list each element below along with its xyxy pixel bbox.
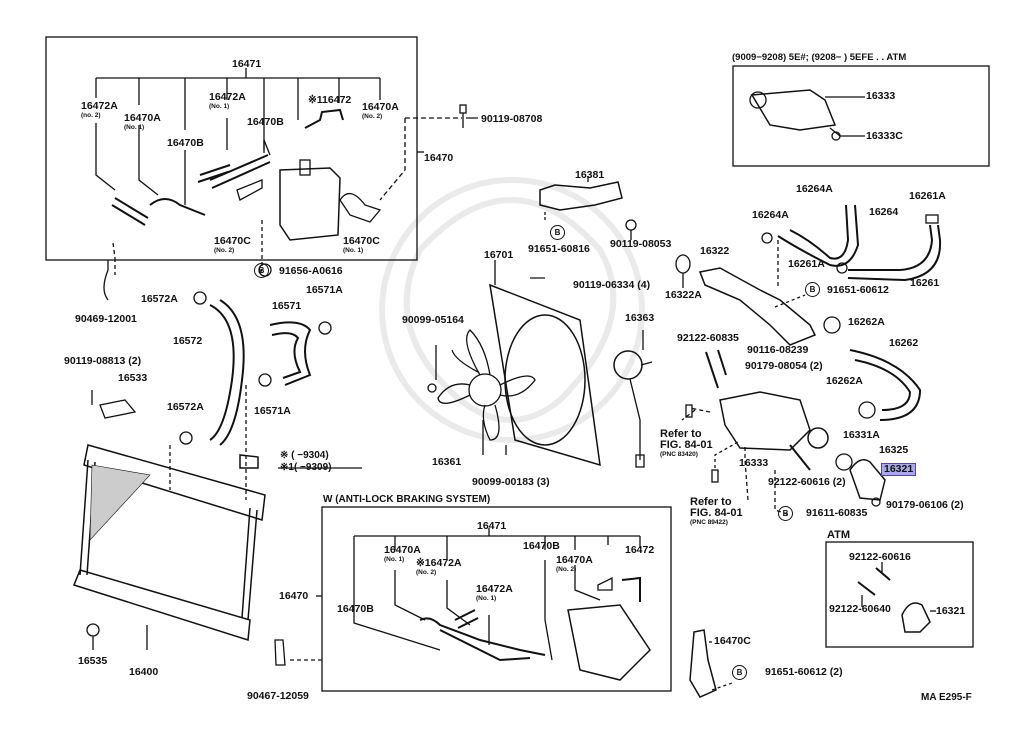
atm-inlet-outline [901,602,931,633]
part-label[interactable]: 16470C [714,635,751,647]
part-label[interactable]: 91651-60816 [528,243,590,255]
b-symbol-icon: B [732,665,747,680]
part-label[interactable]: 16470A(No. 2) [362,101,399,121]
note-line: ※1( −9309) [280,462,332,473]
part-label[interactable]: 16333C [866,130,903,142]
part-label[interactable]: 91611-60835 [806,507,868,519]
part-label[interactable]: 16572A [167,401,204,413]
part-label[interactable]: 16535 [78,655,108,667]
part-label[interactable]: 16470A(No. 2) [556,554,593,574]
part-label[interactable]: 16262 [889,337,919,349]
part-label[interactable]: 91651-60612 (2) [765,666,843,678]
part-label-16470[interactable]: 16470 [424,152,454,164]
part-label[interactable]: 16264 [869,206,899,218]
part-label-16471[interactable]: 16471 [232,58,262,70]
b-symbol-icon: B [778,506,793,521]
part-label[interactable]: 16470B [523,540,560,552]
part-label[interactable]: 16261A [909,190,946,202]
radiator-outline [73,444,266,641]
atm-box [825,541,974,648]
part-label[interactable]: 16322A [665,289,702,301]
part-label[interactable]: 92122-60616 (2) [768,476,846,488]
part-label[interactable]: 16470B [247,116,284,128]
part-label[interactable]: 16322 [700,245,730,257]
part-label[interactable]: 16470A(No. 1) [124,112,161,132]
part-label[interactable]: 16321 [936,605,966,617]
watermark-logo [379,177,645,443]
part-label[interactable]: 90119-08053 [610,238,672,250]
part-label[interactable]: 16571 [272,300,302,312]
part-label[interactable]: 90467-12059 [247,690,309,702]
part-label[interactable]: 90116-08239 [747,344,809,356]
part-label[interactable]: 16701 [484,249,514,261]
part-label[interactable]: 16470B [167,137,204,149]
part-label[interactable]: 16470C(No. 1) [343,235,380,255]
part-label[interactable]: 16400 [129,666,159,678]
b-symbol-icon: B [550,225,565,240]
b-symbol-icon: B [254,263,269,278]
part-label[interactable]: 16363 [625,312,655,324]
part-label[interactable]: ※116472 [308,94,352,106]
part-label[interactable]: 90099-05164 [402,314,464,326]
part-label[interactable]: 90469-12001 [75,313,137,325]
abs-box-title: W (ANTI-LOCK BRAKING SYSTEM) [323,494,491,505]
part-label[interactable]: 16472 [625,544,655,556]
part-label[interactable]: ※16472A(No. 2) [416,557,462,577]
fan-blades [437,329,536,441]
part-label[interactable]: 16333 [866,90,896,102]
atm-box-title: ATM [827,529,851,541]
part-label[interactable]: 16264A [752,209,789,221]
part-label[interactable]: 16533 [118,372,148,384]
part-label[interactable]: 16571A [254,405,291,417]
diagram-code: MA E295-F [921,692,972,703]
part-label[interactable]: 16333 [739,457,769,469]
part-label[interactable]: 92122-60616 [849,551,911,563]
part-label[interactable]: 16262A [826,375,863,387]
part-label[interactable]: 91651-60612 [827,284,889,296]
part-label[interactable]: 16572A [141,293,178,305]
part-label[interactable]: 90179-06106 (2) [886,499,964,511]
part-label-b-clip[interactable]: 91656-A0616 [279,265,343,277]
part-label-bolt[interactable]: 90119-08708 [481,113,543,125]
part-label[interactable]: 90119-06334 (4) [573,279,651,291]
b-symbol-icon: B [805,282,820,297]
part-label[interactable]: 16262A [848,316,885,328]
part-label[interactable]: 16472A(No. 1) [476,583,513,603]
part-label[interactable]: 16472A(No. 1) [209,91,246,111]
variant-box-header: (9009−9208) 5E#; (9208− ) 5EFE . . ATM [732,52,907,63]
part-label-highlighted[interactable]: 16321 [881,463,917,476]
fan-shroud-outline [489,283,601,467]
abs-box [321,506,672,692]
part-label[interactable]: 16261A [788,258,825,270]
part-label[interactable]: 90179-08054 (2) [745,360,823,372]
part-label[interactable]: 90119-08813 (2) [64,355,142,367]
part-label-16470[interactable]: 16470 [279,590,309,602]
variant-box [732,65,990,167]
part-label[interactable]: 92122-60835 [677,332,739,344]
water-inlet-outline [849,459,886,501]
part-label[interactable]: 16331A [843,429,880,441]
part-label[interactable]: 16325 [879,444,909,456]
part-label[interactable]: 16471 [477,520,507,532]
part-label[interactable]: 16361 [432,456,462,468]
part-label[interactable]: 16572 [173,335,203,347]
reservoir-group-box [45,36,418,261]
part-label[interactable]: 16470C(No. 2) [214,235,251,255]
part-label[interactable]: 16472A(no. 2) [81,100,118,120]
part-label[interactable]: 16470A(No. 1) [384,544,421,564]
part-label[interactable]: 16264A [796,183,833,195]
part-label[interactable]: 16470B [337,603,374,615]
note-line: ※ ( −9304) [280,450,329,461]
part-label[interactable]: 16571A [306,284,343,296]
part-label[interactable]: 16261 [910,277,940,289]
part-label[interactable]: 92122-60640 [829,603,891,615]
part-label[interactable]: 16381 [575,169,605,181]
part-label[interactable]: 90099-00183 (3) [472,476,550,488]
